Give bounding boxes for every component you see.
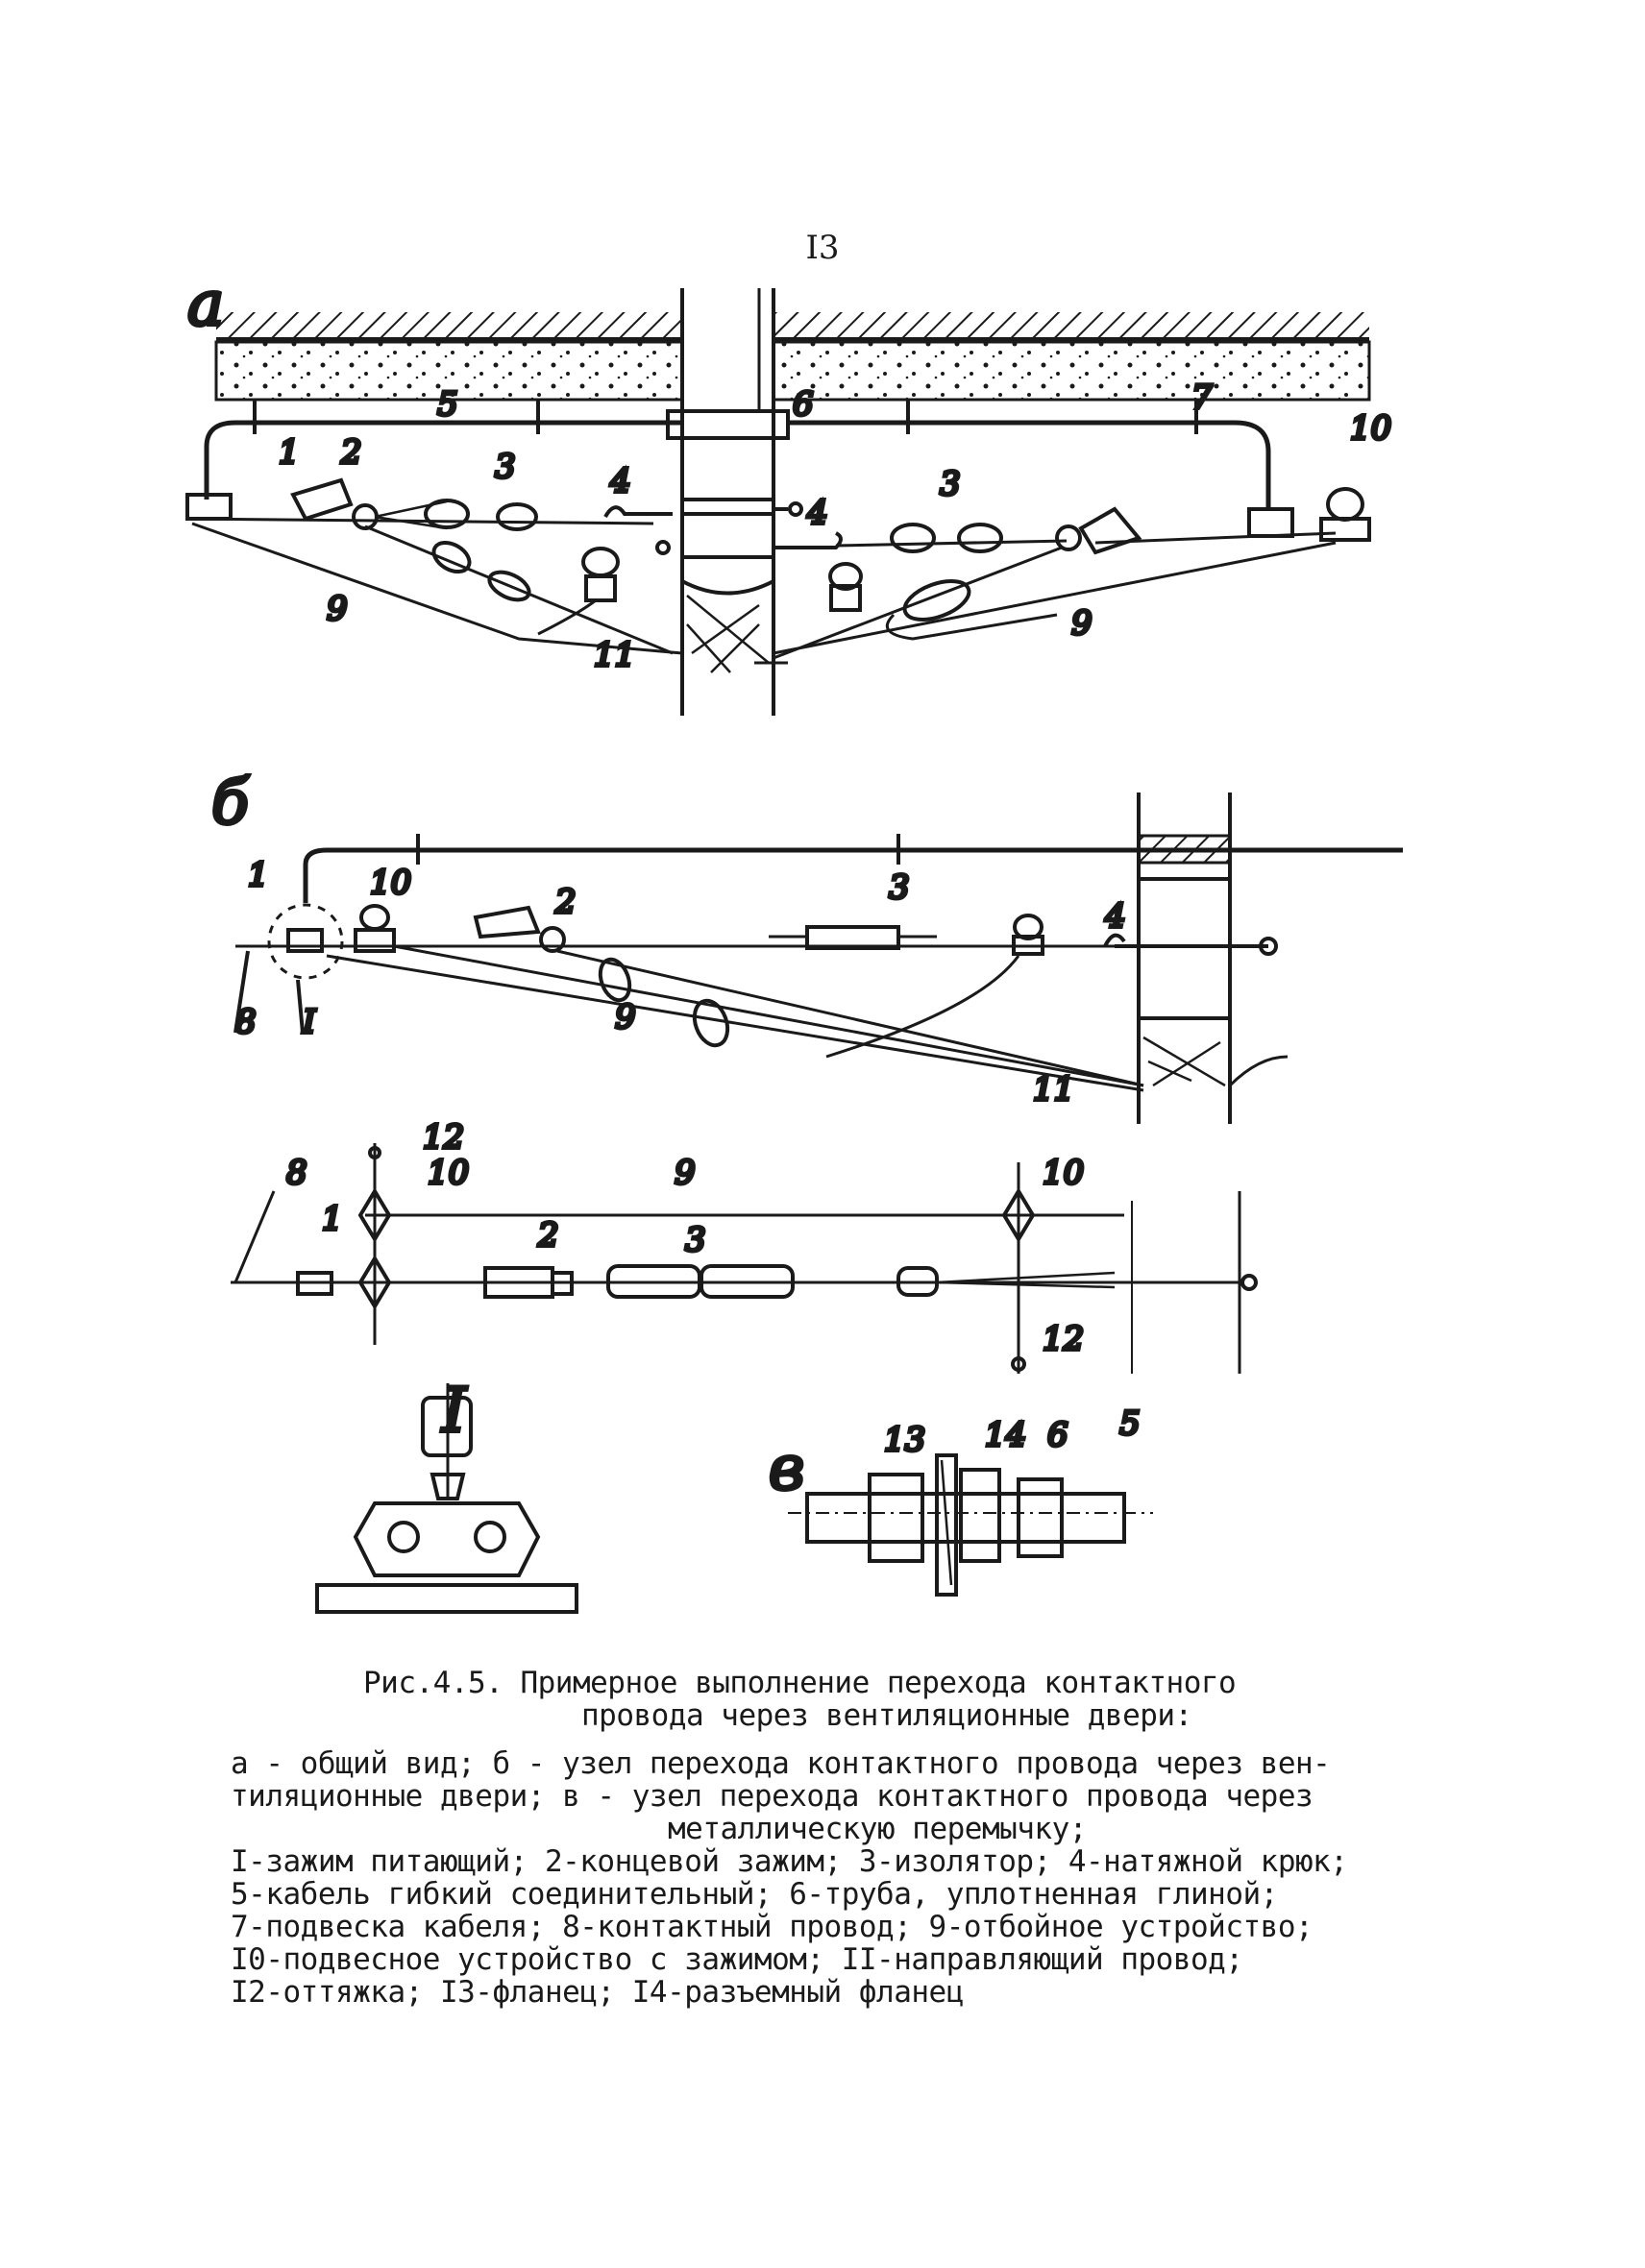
- label-11a: 11: [594, 636, 635, 674]
- label-12-bottom: 12: [1043, 1320, 1084, 1358]
- panel-b-labels: 1 10 2 3 4 8 I 9 11: [233, 854, 1128, 1110]
- caption-legend-1: I-зажим питающий; 2-концевой зажим; 3-из…: [231, 1844, 1348, 1879]
- label-5v: 5: [1119, 1404, 1141, 1443]
- plan-view: [231, 1143, 1258, 1374]
- label-3a: 3: [495, 448, 516, 486]
- caption-desc-2: тиляционные двери; в - узел перехода кон…: [231, 1779, 1314, 1814]
- detail-I: I: [315, 1374, 578, 1614]
- caption-legend-3: 7-подвеска кабеля; 8-контактный провод; …: [231, 1910, 1314, 1944]
- page-number: I3: [805, 229, 840, 267]
- label-8b: 8: [235, 1003, 257, 1041]
- plan-view-labels: 12 10 8 9 10 1 2 3 12: [284, 1116, 1086, 1360]
- label-5a: 5: [437, 385, 458, 424]
- label-14: 14: [985, 1416, 1026, 1454]
- label-1a: 1: [279, 433, 300, 472]
- panel-a-labels: 5 6 7 10 1 2 3 3 4 4 9 9 11: [277, 377, 1393, 676]
- label-3b: 3: [889, 868, 910, 907]
- label-6v: 6: [1047, 1416, 1068, 1454]
- panel-v-metal-partition: в: [767, 1431, 1153, 1597]
- label-7a: 7: [1191, 378, 1213, 417]
- label-2a: 2: [340, 433, 362, 472]
- label-4a: 4: [609, 462, 631, 500]
- label-2-plan: 2: [537, 1216, 559, 1255]
- figure-caption: Рис.4.5. Примерное выполнение перехода к…: [231, 1667, 1480, 2009]
- label-10-plan-right: 10: [1043, 1154, 1084, 1192]
- label-8-plan: 8: [286, 1154, 307, 1192]
- caption-legend-5: I2-оттяжка; I3-фланец; I4-разъемный флан…: [231, 1975, 964, 2010]
- label-10a: 10: [1350, 409, 1391, 448]
- caption-title-1: Рис.4.5. Примерное выполнение перехода к…: [363, 1666, 1237, 1700]
- panel-b-letter: б: [211, 768, 250, 839]
- label-10b: 10: [370, 864, 411, 902]
- label-9a-right: 9: [1071, 604, 1093, 643]
- panel-a-general-view: а: [185, 267, 1371, 716]
- label-6a: 6: [793, 385, 814, 424]
- label-I-b: I: [302, 1003, 316, 1041]
- panel-v-labels: 13 14 6 5: [882, 1402, 1142, 1461]
- label-9a: 9: [327, 590, 348, 628]
- detail-I-letter: I: [441, 1376, 468, 1447]
- label-12-top: 12: [423, 1118, 464, 1157]
- label-9-plan: 9: [675, 1154, 696, 1192]
- label-3a-right: 3: [940, 465, 961, 503]
- label-13: 13: [884, 1421, 925, 1459]
- caption-title-2: провода через вентиляционные двери:: [581, 1698, 1192, 1733]
- caption-legend-4: I0-подвесное устройство с зажимом; II-на…: [231, 1942, 1243, 1977]
- label-11b: 11: [1033, 1070, 1074, 1109]
- label-1-plan: 1: [322, 1200, 343, 1238]
- label-4a-right: 4: [806, 494, 828, 532]
- panel-v-letter: в: [769, 1433, 804, 1504]
- label-1b: 1: [248, 856, 269, 894]
- label-10-plan-left: 10: [428, 1154, 469, 1192]
- label-3-plan: 3: [685, 1221, 706, 1259]
- caption-desc-3: металлическую перемычку;: [668, 1812, 1087, 1846]
- caption-legend-2: 5-кабель гибкий соединительный; 6-труба,…: [231, 1877, 1278, 1912]
- panel-b-transition-node: б: [209, 766, 1403, 1124]
- label-4b: 4: [1104, 897, 1126, 936]
- label-2b: 2: [554, 883, 577, 921]
- label-9b: 9: [615, 998, 636, 1036]
- figure-drawing: а: [185, 267, 1403, 1614]
- caption-desc-1: а - общий вид; б - узел перехода контакт…: [231, 1746, 1331, 1781]
